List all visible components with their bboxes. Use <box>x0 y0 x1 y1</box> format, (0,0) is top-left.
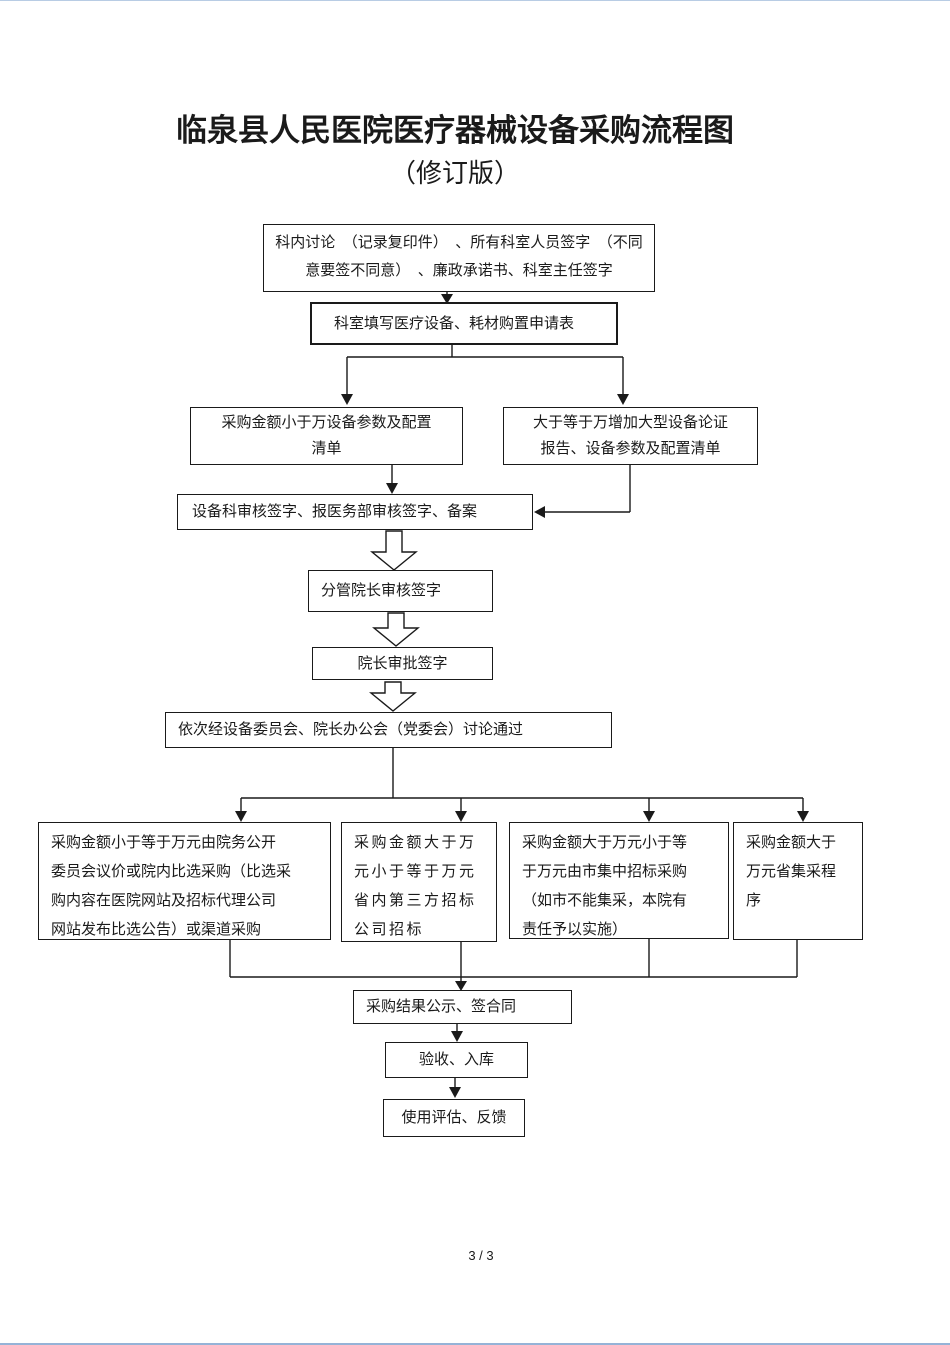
arrowhead-branch1 <box>235 811 247 822</box>
arrowhead-split-left <box>341 394 353 405</box>
arrowhead-branch2 <box>455 811 467 822</box>
arrowhead-above-to-review <box>534 506 545 518</box>
arrowhead-branch3 <box>643 811 655 822</box>
flow-node-branch-third-party: 采购金额大于万 元小于等于万元 省内第三方招标 公司招标 <box>341 822 497 942</box>
page-subtitle: （修订版） <box>389 158 520 188</box>
page-bottom-edge <box>0 1343 950 1345</box>
flow-node-above-threshold: 大于等于万增加大型设备论证 报告、设备参数及配置清单 <box>503 407 758 465</box>
arrowhead-split-right <box>617 394 629 405</box>
block-arrow-deputy-to-director <box>372 612 420 647</box>
page-number: 3 / 3 <box>468 1248 494 1263</box>
arrowhead-result-to-acceptance <box>451 1031 463 1042</box>
flow-node-acceptance-storage: 验收、入库 <box>385 1042 528 1078</box>
flow-node-branch-open-bidding: 采购金额小于等于万元由院务公开 委员会议价或院内比选采购（比选采 购内容在医院网… <box>38 822 331 940</box>
flow-node-equip-dept-review: 设备科审核签字、报医务部审核签字、备案 <box>177 494 533 530</box>
flow-node-deputy-director-review: 分管院长审核签字 <box>308 570 493 612</box>
page-title: 临泉县人民医院医疗器械设备采购流程图 <box>176 113 734 148</box>
arrowhead-branch4 <box>797 811 809 822</box>
page-top-edge <box>0 0 950 1</box>
arrowhead-below-to-review <box>386 483 398 494</box>
flow-node-fill-application: 科室填写医疗设备、耗材购置申请表 <box>310 302 618 345</box>
flow-node-dept-discussion: 科内讨论 （记录复印件） 、所有科室人员签字 （不同 意要签不同意） 、廉政承诺… <box>263 224 655 292</box>
flow-node-evaluation-feedback: 使用评估、反馈 <box>383 1099 525 1137</box>
flow-node-branch-city-centralized: 采购金额大于万元小于等 于万元由市集中招标采购 （如市不能集采，本院有 责任予以… <box>509 822 729 939</box>
flow-node-director-approval: 院长审批签字 <box>312 647 493 680</box>
flow-node-branch-provincial: 采购金额大于 万元省集采程 序 <box>733 822 863 940</box>
flow-node-committee-discussion: 依次经设备委员会、院长办公会（党委会）讨论通过 <box>165 712 612 748</box>
arrowhead-acceptance-to-feedback <box>449 1087 461 1098</box>
block-arrow-review-to-deputy <box>370 530 418 571</box>
document-header: 临泉县人民医院医疗器械设备采购流程图 （修订版） <box>0 112 910 190</box>
block-arrow-director-to-committee <box>369 681 417 712</box>
flow-node-below-threshold: 采购金额小于万设备参数及配置 清单 <box>190 407 463 465</box>
flow-node-result-publicity: 采购结果公示、签合同 <box>353 990 572 1024</box>
